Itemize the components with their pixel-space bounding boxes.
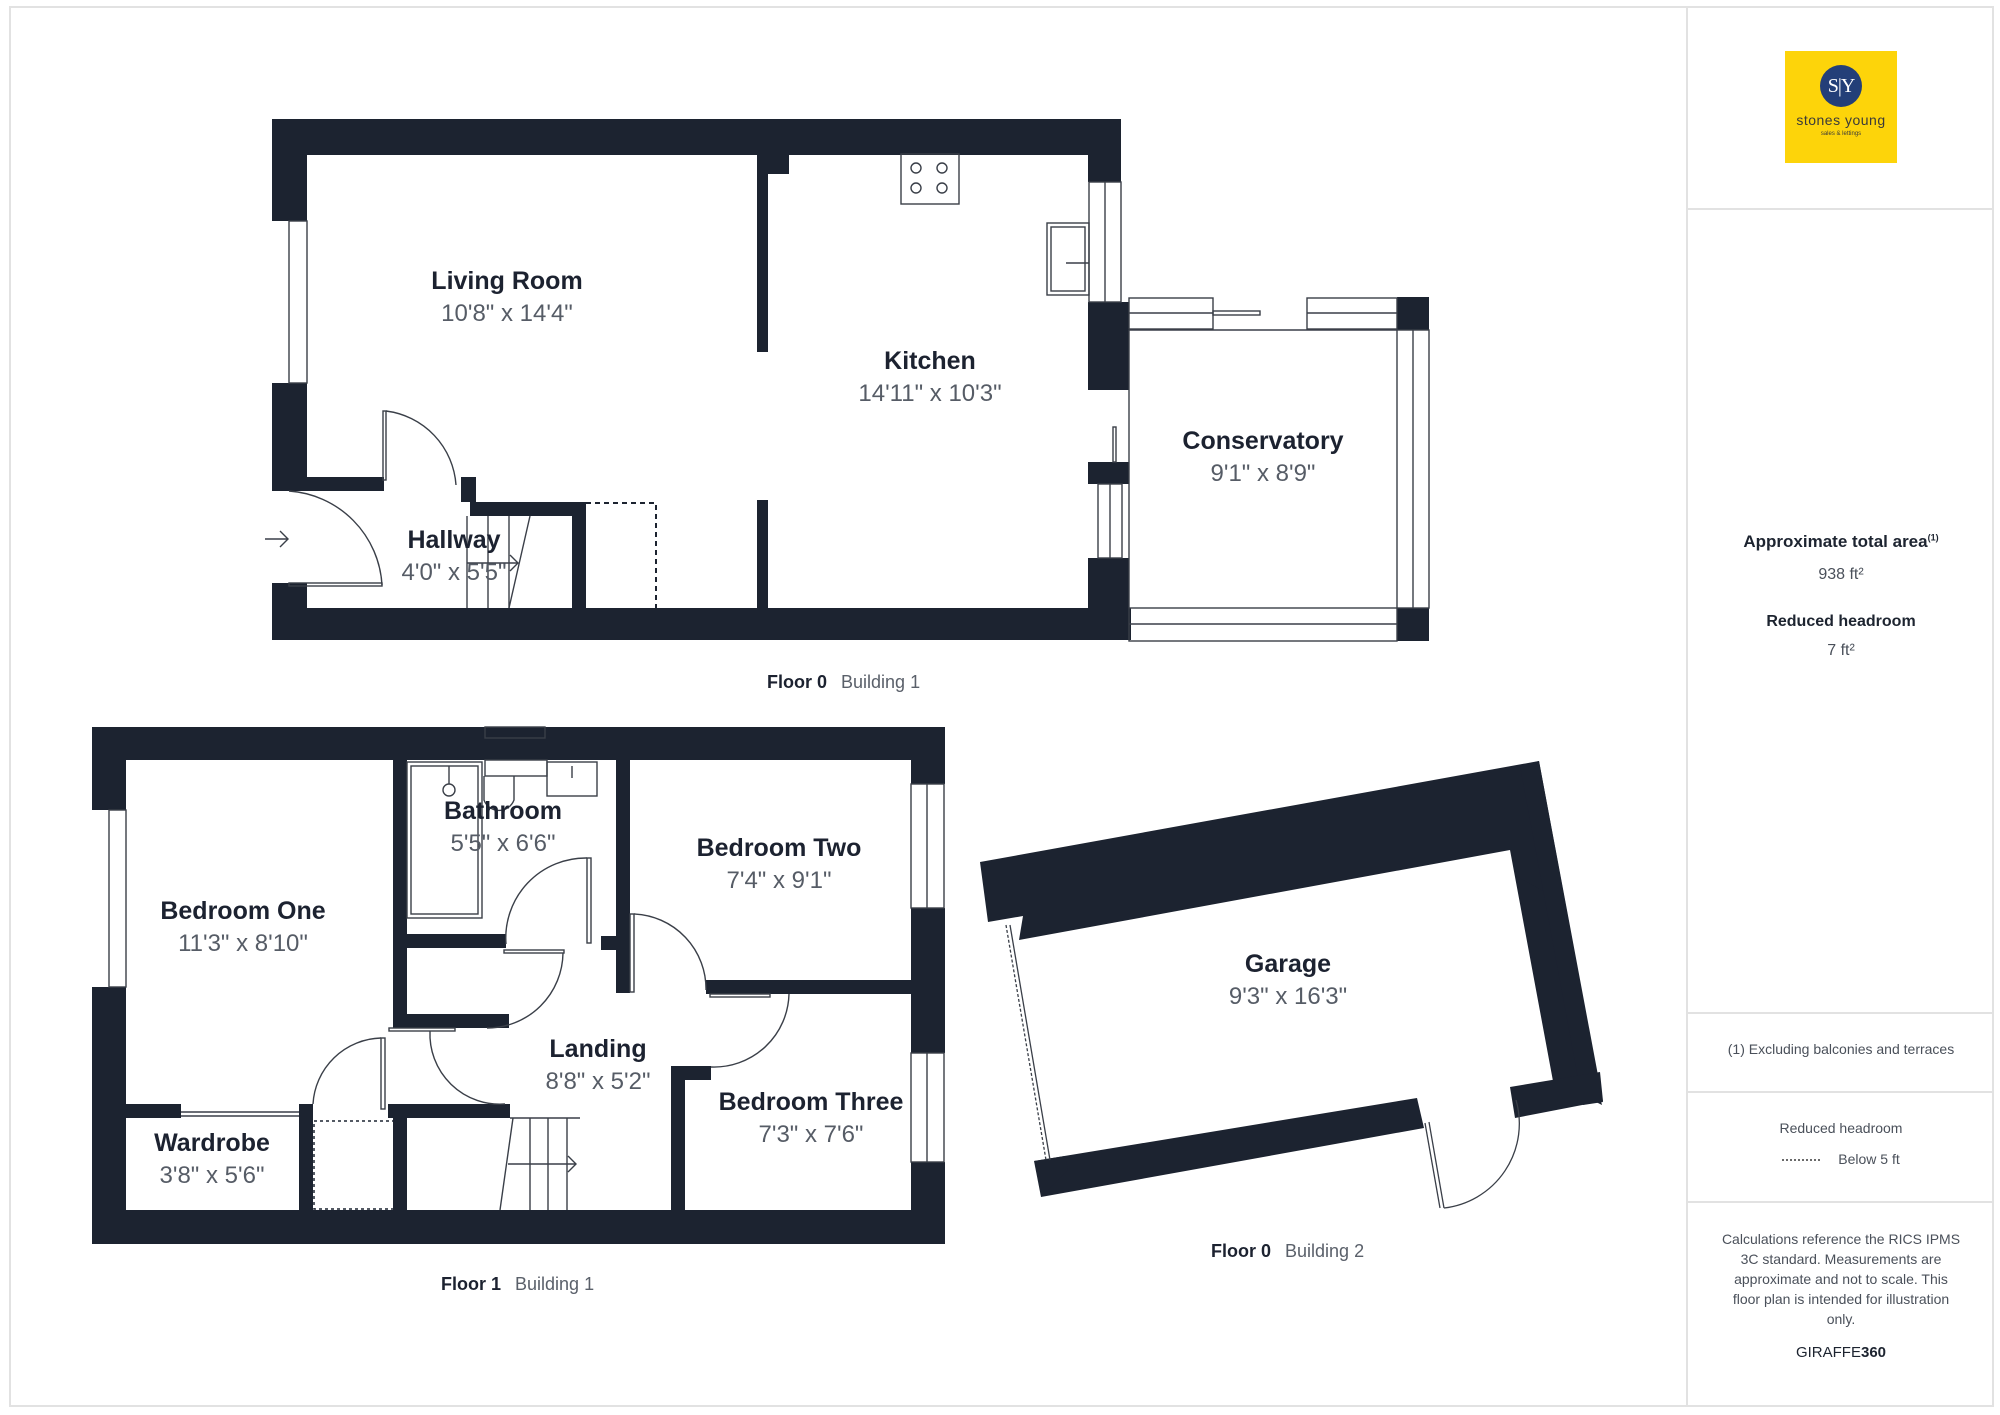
reduced-headroom-value: 7 ft² (1827, 642, 1855, 659)
total-area-value: 938 ft² (1818, 566, 1864, 583)
room-bedroom-three: Bedroom Three 7'3" x 7'6" (719, 1088, 904, 1149)
total-area-label: Approximate total area (1743, 532, 1928, 551)
legend-title: Reduced headroom (1779, 1120, 1903, 1136)
garage-fixtures (1005, 924, 1520, 1209)
floor0-building1-fixtures (265, 153, 1430, 642)
reduced-headroom-heading: Reduced headroom (1766, 613, 1916, 630)
room-dimensions: 11'3" x 8'10" (178, 930, 308, 957)
room-name: Kitchen (884, 347, 976, 375)
sidebar-divider (1688, 1091, 1994, 1093)
room-dimensions: 7'3" x 7'6" (758, 1121, 864, 1148)
floor-plan-drawing (92, 119, 1603, 1244)
room-dimensions: 3'8" x 5'6" (159, 1162, 265, 1189)
info-sidebar: S|Y stones young sales & lettings Approx… (1686, 6, 1994, 1407)
logo-monogram-icon: S|Y (1820, 65, 1862, 107)
room-hallway: Hallway 4'0" x 5'5" (402, 526, 507, 587)
room-name: Hallway (407, 526, 501, 554)
floor0-building1-caption: Floor 0 Building 1 (767, 672, 920, 693)
floor1-building1-caption: Floor 1 Building 1 (441, 1274, 594, 1295)
room-name: Living Room (431, 267, 583, 295)
footnote-marker: (1) (1927, 532, 1939, 543)
floor0-building1-plan (272, 119, 1429, 641)
provider-name: GIRAFFE (1795, 1344, 1861, 1361)
room-dimensions: 4'0" x 5'5" (401, 559, 507, 586)
building-label: Building 1 (841, 672, 921, 692)
building-label: Building 2 (1285, 1241, 1365, 1261)
logo-name: stones young (1796, 112, 1886, 128)
room-name: Wardrobe (154, 1129, 270, 1157)
floor0-building2-plan (980, 761, 1603, 1197)
room-name: Bedroom Two (696, 834, 862, 862)
room-bedroom-two: Bedroom Two 7'4" x 9'1" (697, 834, 862, 895)
room-name: Conservatory (1182, 427, 1344, 455)
room-landing: Landing 8'8" x 5'2" (546, 1035, 651, 1096)
room-garage: Garage 9'3" x 16'3" (1229, 950, 1347, 1011)
provider-logo: GIRAFFE360 (1688, 1344, 1994, 1361)
floor1-building1-plan (92, 727, 945, 1244)
building-label: Building 1 (515, 1274, 595, 1294)
room-wardrobe: Wardrobe 3'8" x 5'6" (154, 1129, 270, 1190)
floor-label: Floor 1 (441, 1274, 502, 1294)
room-living-room: Living Room 10'8" x 14'4" (431, 267, 582, 328)
room-dimensions: 10'8" x 14'4" (441, 300, 573, 327)
page-frame (9, 6, 1994, 1407)
disclaimer-text: Calculations reference the RICS IPMS 3C … (1721, 1231, 1961, 1327)
total-area-heading: Approximate total area(1) (1688, 532, 1994, 552)
room-name: Garage (1244, 950, 1332, 978)
room-dimensions: 8'8" x 5'2" (545, 1068, 651, 1095)
floor-label: Floor 0 (1211, 1241, 1272, 1261)
room-name: Bedroom Three (718, 1088, 904, 1116)
provider-number: 360 (1860, 1344, 1887, 1361)
room-name: Bedroom One (160, 897, 326, 925)
floor-label: Floor 0 (767, 672, 828, 692)
room-name: Landing (549, 1035, 647, 1063)
footnote-excluding: (1) Excluding balconies and terraces (1727, 1041, 1955, 1057)
sidebar-divider (1688, 208, 1994, 210)
room-dimensions: 14'11" x 10'3" (858, 380, 1002, 407)
room-bedroom-one: Bedroom One 11'3" x 8'10" (160, 897, 325, 958)
room-dimensions: 9'3" x 16'3" (1228, 983, 1348, 1010)
room-name: Bathroom (443, 797, 563, 825)
room-dimensions: 7'4" x 9'1" (726, 867, 832, 894)
room-dimensions: 9'1" x 8'9" (1210, 460, 1316, 487)
dotted-line-icon (1782, 1159, 1821, 1162)
sidebar-divider (1688, 1201, 1994, 1203)
legend-item-label: Below 5 ft (1838, 1151, 1900, 1167)
legend-item: Below 5 ft (1688, 1151, 1994, 1167)
room-conservatory: Conservatory 9'1" x 8'9" (1182, 427, 1343, 488)
sidebar-divider (1688, 1012, 1994, 1014)
agency-logo: S|Y stones young sales & lettings (1785, 51, 1897, 163)
floor1-building1-fixtures (108, 726, 945, 1211)
room-bathroom: Bathroom 5'5" x 6'6" (444, 797, 562, 858)
room-dimensions: 5'5" x 6'6" (450, 830, 556, 857)
logo-tagline: sales & lettings (1820, 131, 1862, 137)
room-kitchen: Kitchen 14'11" x 10'3" (858, 347, 1001, 408)
floor0-building2-caption: Floor 0 Building 2 (1211, 1241, 1364, 1262)
